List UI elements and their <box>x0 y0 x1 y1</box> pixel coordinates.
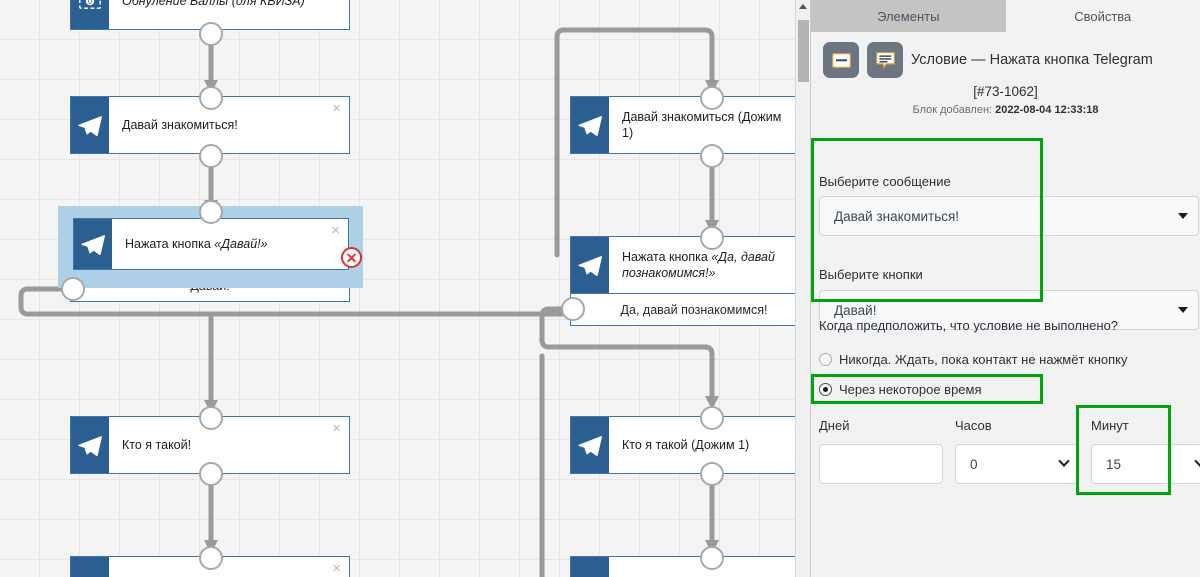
panel-tabs: Элементы Свойства <box>811 0 1200 32</box>
scroll-up-arrow-icon[interactable] <box>799 4 807 9</box>
canvas-vertical-scrollbar[interactable] <box>795 0 809 577</box>
condition-option-label: Никогда. Ждать, пока контакт не нажмёт к… <box>839 352 1128 367</box>
days-label: Дней <box>819 418 850 433</box>
flow-node-nazhata-da-davay[interactable]: Нажата кнопка «Да, давай познакомимся!» <box>570 236 795 294</box>
hours-select[interactable]: 0 <box>955 444 1079 484</box>
triangle-down-icon[interactable] <box>1178 213 1188 219</box>
tab-elementy[interactable]: Элементы <box>811 0 1006 32</box>
node-connector[interactable] <box>700 86 724 110</box>
block-id: [#73-1062] <box>973 84 1038 99</box>
scrollbar-thumb[interactable] <box>798 20 809 82</box>
triangle-down-icon[interactable] <box>1178 307 1188 313</box>
node-connector[interactable] <box>700 226 724 250</box>
minutes-select-value: 15 <box>1106 456 1122 472</box>
panel-header: Условие — Нажата кнопка Telegram [#73-10… <box>811 32 1200 118</box>
node-connector[interactable] <box>561 297 585 321</box>
telegram-icon <box>71 557 109 577</box>
radio-icon[interactable] <box>819 353 832 366</box>
buttons-select-value: Давай! <box>834 302 877 318</box>
node-connector[interactable] <box>199 144 223 168</box>
flow-canvas[interactable]: 0 Обнуление Баллы (для КВИЗА) × Давай зн… <box>0 0 795 577</box>
flow-node-davay-dozhim-1[interactable]: Давай знакомиться (Дожим 1) <box>570 96 795 154</box>
message-bubble-icon[interactable] <box>867 42 903 78</box>
buttons-select[interactable]: Давай! <box>819 290 1199 330</box>
node-connector[interactable] <box>700 406 724 430</box>
node-connector[interactable] <box>199 86 223 110</box>
node-connector[interactable] <box>61 277 85 301</box>
flow-node-label: Давай знакомиться (Дожим 1) <box>622 110 782 140</box>
condition-option-label: Через некоторое время <box>839 382 982 397</box>
node-connector[interactable] <box>199 546 223 570</box>
telegram-icon <box>571 417 609 473</box>
node-connector[interactable] <box>700 462 724 486</box>
block-added-timestamp: 2022-08-04 12:33:18 <box>995 104 1099 116</box>
delete-connection-icon[interactable]: ✕ <box>341 247 362 268</box>
close-icon[interactable]: × <box>332 100 341 117</box>
properties-panel: Элементы Свойства <box>810 0 1200 577</box>
message-select-label: Выберите сообщение <box>819 174 951 189</box>
buttons-select-label: Выберите кнопки <box>819 267 923 282</box>
card-icon[interactable] <box>823 42 859 78</box>
node-connector[interactable] <box>199 200 223 224</box>
highlight-box-after-time <box>811 374 1043 404</box>
tab-svoystva[interactable]: Свойства <box>1005 0 1200 32</box>
flow-node-label: Кто я такой (Дожим 1) <box>622 438 750 452</box>
days-input[interactable] <box>819 444 943 484</box>
close-icon[interactable]: × <box>331 222 340 239</box>
panel-title: Условие — Нажата кнопка Telegram <box>911 52 1153 68</box>
hours-label: Часов <box>955 418 992 433</box>
node-connector[interactable] <box>700 546 724 570</box>
condition-option-after-time[interactable]: Через некоторое время <box>819 382 982 397</box>
block-added-info: Блок добавлен: 2022-08-04 12:33:18 <box>823 104 1188 116</box>
node-connector[interactable] <box>199 462 223 486</box>
condition-option-never[interactable]: Никогда. Ждать, пока контакт не нажмёт к… <box>819 352 1128 367</box>
chevron-down-icon[interactable] <box>1058 455 1070 467</box>
flow-node-kto-ya-dozhim-1[interactable]: Кто я такой (Дожим 1) <box>570 416 795 474</box>
telegram-icon <box>71 417 109 473</box>
highlight-box-minutes <box>1076 405 1171 495</box>
banknote-zero-icon: 0 <box>71 0 109 29</box>
message-select[interactable]: Давай знакомиться! <box>819 196 1199 236</box>
node-connector[interactable] <box>700 144 724 168</box>
flow-node-bottom-right[interactable] <box>570 556 795 577</box>
flow-node-label: Давай знакомиться! <box>122 118 238 132</box>
hours-select-value: 0 <box>970 456 978 472</box>
message-select-value: Давай знакомиться! <box>834 208 960 224</box>
close-icon[interactable]: × <box>332 420 341 437</box>
flow-node-button-row-da-davay[interactable]: Да, давай познакомимся! <box>570 294 795 326</box>
flow-node-label: Нажата кнопка «Да, давай познакомимся!» <box>622 250 775 280</box>
minutes-select[interactable]: 15 <box>1091 444 1200 484</box>
close-icon[interactable]: × <box>332 560 341 577</box>
telegram-icon <box>71 97 109 153</box>
telegram-icon <box>571 97 609 153</box>
flow-node-label <box>109 557 349 577</box>
telegram-icon <box>74 219 112 269</box>
telegram-icon <box>571 237 609 293</box>
flow-node-button-label: Да, давай познакомимся! <box>620 302 768 317</box>
node-connector[interactable] <box>199 406 223 430</box>
minutes-label: Минут <box>1091 418 1129 433</box>
radio-icon-selected[interactable] <box>819 383 832 396</box>
condition-question: Когда предположить, что условие не выпол… <box>819 318 1119 333</box>
flow-node-label: Кто я такой! <box>122 438 192 452</box>
flow-node-label: Нажата кнопка «Давай!» <box>125 237 268 251</box>
block-added-label: Блок добавлен: <box>912 104 996 116</box>
flow-node-label: Обнуление Баллы (для КВИЗА) <box>122 0 305 8</box>
node-connector[interactable] <box>199 22 223 46</box>
telegram-icon <box>571 557 609 577</box>
highlight-box-message-buttons <box>811 138 1043 302</box>
svg-text:0: 0 <box>88 0 92 6</box>
